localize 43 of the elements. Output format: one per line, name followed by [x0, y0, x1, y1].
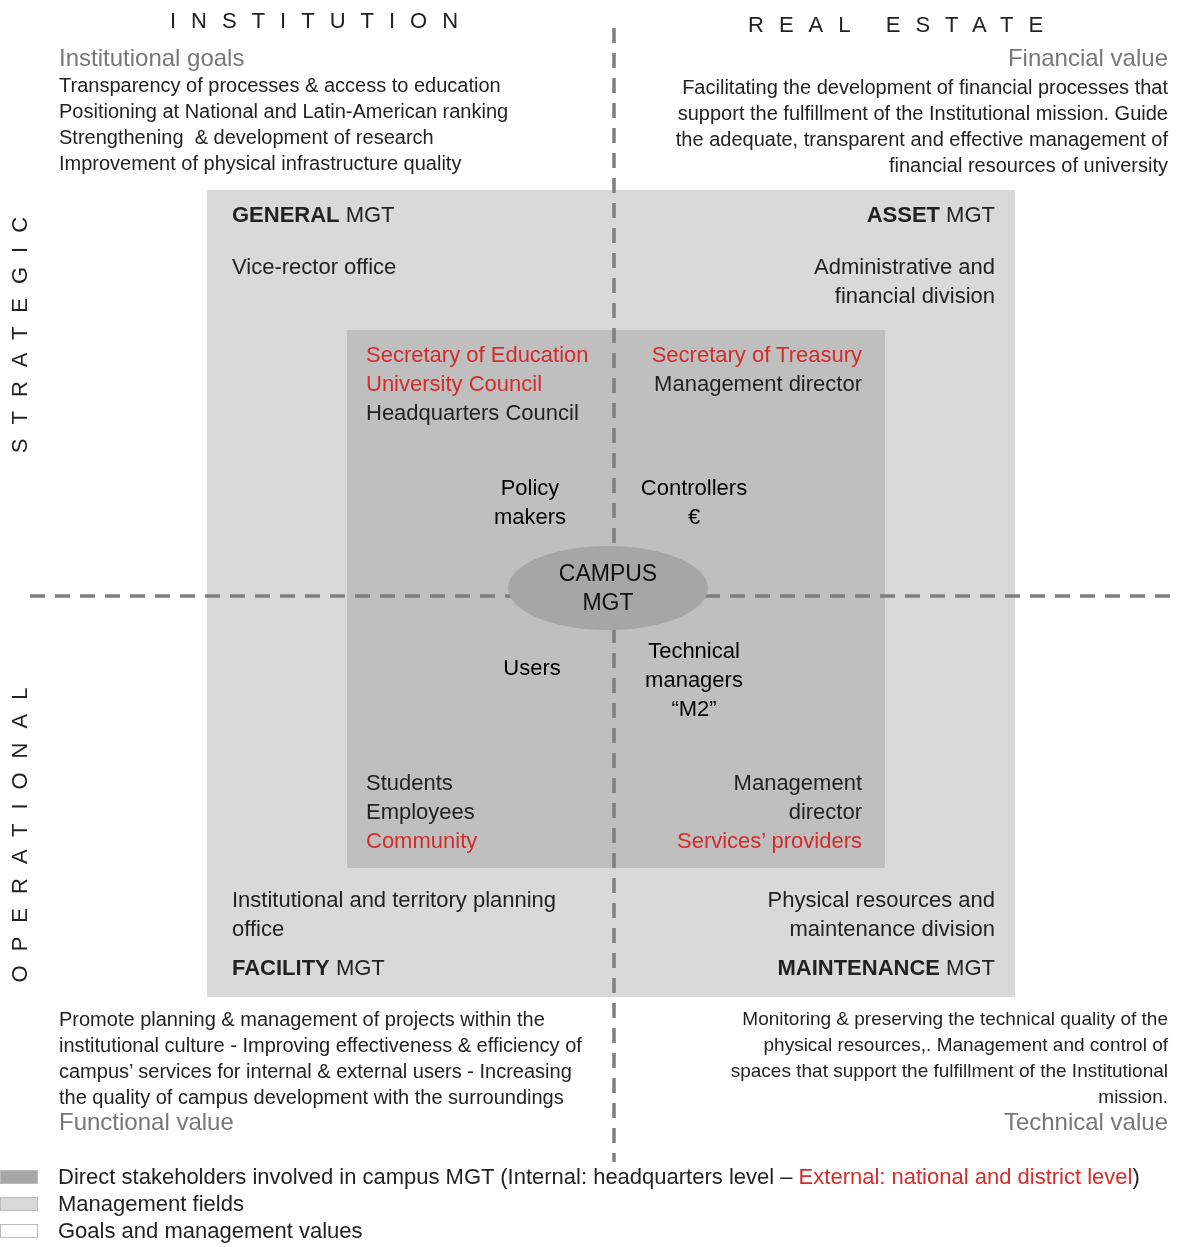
stakeholder-text: University Council	[366, 370, 543, 398]
column-heading: REAL ESTATE	[748, 12, 1059, 38]
legend-text: Goals and management values	[58, 1218, 363, 1244]
column-heading: INSTITUTION	[170, 8, 474, 34]
field-heading: GENERAL MGT	[232, 201, 395, 229]
value-description: Facilitating the development of financial processes that support the fulfillment of the Institutional mission. Guide the adequate, transparent and effective management of financial resources of university	[674, 75, 1168, 178]
field-heading: FACILITY MGT	[232, 954, 385, 982]
legend-text: Direct stakeholders involved in campus MGT (Internal: headquarters level – External: national and district level)	[58, 1164, 1140, 1190]
stakeholder-text: Management director	[732, 769, 862, 826]
campus-ellipse: CAMPUS MGT	[508, 546, 708, 630]
stakeholder-text: Students	[366, 769, 453, 797]
goal-text: Transparency of processes & access to education	[59, 74, 501, 97]
value-heading: Technical value	[1003, 1108, 1168, 1136]
office-text: Institutional and territory planning office	[232, 886, 558, 943]
goal-text: Strengthening & development of research	[59, 126, 434, 149]
goal-text: Positioning at National and Latin-American ranking	[59, 100, 509, 123]
stakeholder-panel	[347, 330, 885, 868]
role-label: Technical managers “M2”	[644, 637, 744, 723]
legend-text: Management fields	[58, 1191, 244, 1217]
field-heading: ASSET MGT	[866, 201, 995, 229]
stakeholder-text: Services’ providers	[676, 827, 862, 855]
value-heading: Institutional goals	[59, 44, 245, 72]
row-heading: OPERATIONAL	[7, 672, 33, 985]
stakeholder-text: Secretary of Treasury	[651, 341, 862, 369]
stakeholder-text: Employees	[366, 798, 475, 826]
role-label: Users	[502, 654, 562, 682]
value-description: Promote planning & management of projects within the institutional culture - Improving effectiveness & efficiency of campus’ services for internal & external users - Increasing the quality of campus development with the surroundings	[59, 1007, 583, 1110]
goal-text: Improvement of physical infrastructure quality	[59, 152, 462, 175]
field-heading: MAINTENANCE MGT	[777, 954, 995, 982]
stakeholder-text: Management director	[654, 370, 862, 398]
value-description: Monitoring & preserving the technical quality of the physical resources,. Management and control of spaces that support the fulfillment of the Institutional mission.	[729, 1007, 1168, 1109]
office-text: Vice-rector office	[232, 253, 397, 281]
stakeholder-text: Community	[366, 827, 478, 855]
value-heading: Financial value	[1007, 44, 1168, 72]
office-text: Physical resources and maintenance division	[766, 886, 995, 943]
role-label: Controllers €	[639, 474, 749, 531]
row-heading: STRATEGIC	[7, 201, 33, 456]
stakeholder-text: Secretary of Education	[366, 341, 589, 369]
stakeholder-text: Headquarters Council	[366, 399, 579, 427]
role-label: Policy makers	[492, 474, 568, 531]
management-field-panel	[207, 190, 1015, 997]
office-text: Administrative and financial division	[813, 253, 995, 310]
value-heading: Functional value	[59, 1108, 234, 1136]
